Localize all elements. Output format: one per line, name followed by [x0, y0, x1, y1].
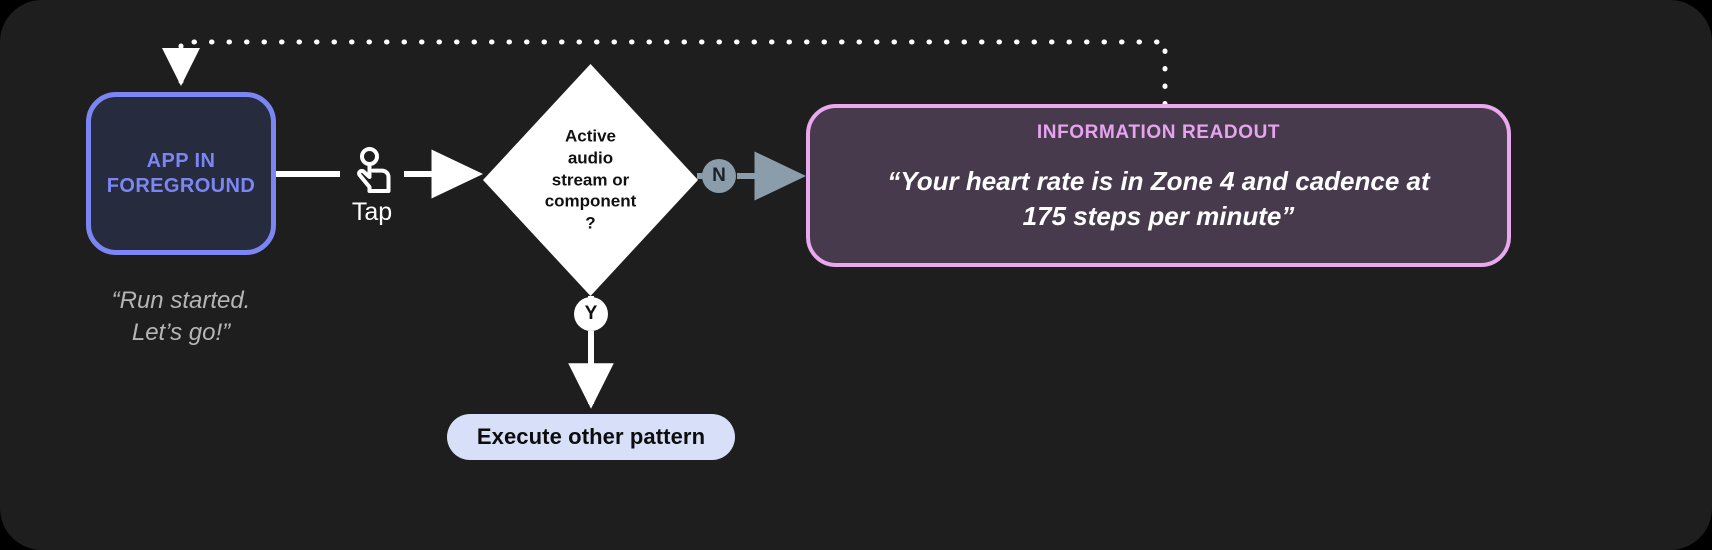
- decision-label-line4: component: [544, 191, 637, 211]
- decision-label: Active audio stream or component ?: [516, 126, 666, 235]
- app-node-label: APP IN FOREGROUND: [107, 149, 255, 199]
- node-information-readout[interactable]: INFORMATION READOUT “Your heart rate is …: [806, 104, 1511, 267]
- readout-body-line1: “Your heart rate is in Zone 4 and cadenc…: [887, 166, 1430, 196]
- app-caption-line1: “Run started.: [111, 287, 251, 314]
- tap-icon: [357, 147, 391, 193]
- branch-badge-yes: Y: [574, 297, 608, 331]
- readout-body: “Your heart rate is in Zone 4 and cadenc…: [839, 164, 1479, 233]
- readout-body-line2: 175 steps per minute”: [1022, 200, 1295, 231]
- app-node-label-line1: APP IN: [146, 149, 216, 172]
- node-execute-other-pattern[interactable]: Execute other pattern: [447, 414, 735, 460]
- tap-label: Tap: [351, 198, 393, 226]
- decision-label-line5: ?: [585, 213, 596, 233]
- node-decision[interactable]: Active audio stream or component ?: [483, 64, 698, 296]
- app-caption-line2: Let’s go!”: [131, 318, 231, 346]
- decision-label-line1: Active: [564, 126, 617, 146]
- branch-badge-no: N: [702, 159, 736, 193]
- readout-title: INFORMATION READOUT: [1036, 122, 1281, 143]
- gesture-tap: Tap: [336, 146, 408, 225]
- app-node-label-line2: FOREGROUND: [106, 174, 256, 197]
- execute-pill-label: Execute other pattern: [476, 424, 706, 449]
- decision-label-line3: stream or: [551, 170, 630, 190]
- decision-label-line2: audio: [567, 148, 614, 168]
- node-app-in-foreground[interactable]: APP IN FOREGROUND: [86, 92, 276, 255]
- app-caption: “Run started. Let’s go!”: [66, 285, 296, 348]
